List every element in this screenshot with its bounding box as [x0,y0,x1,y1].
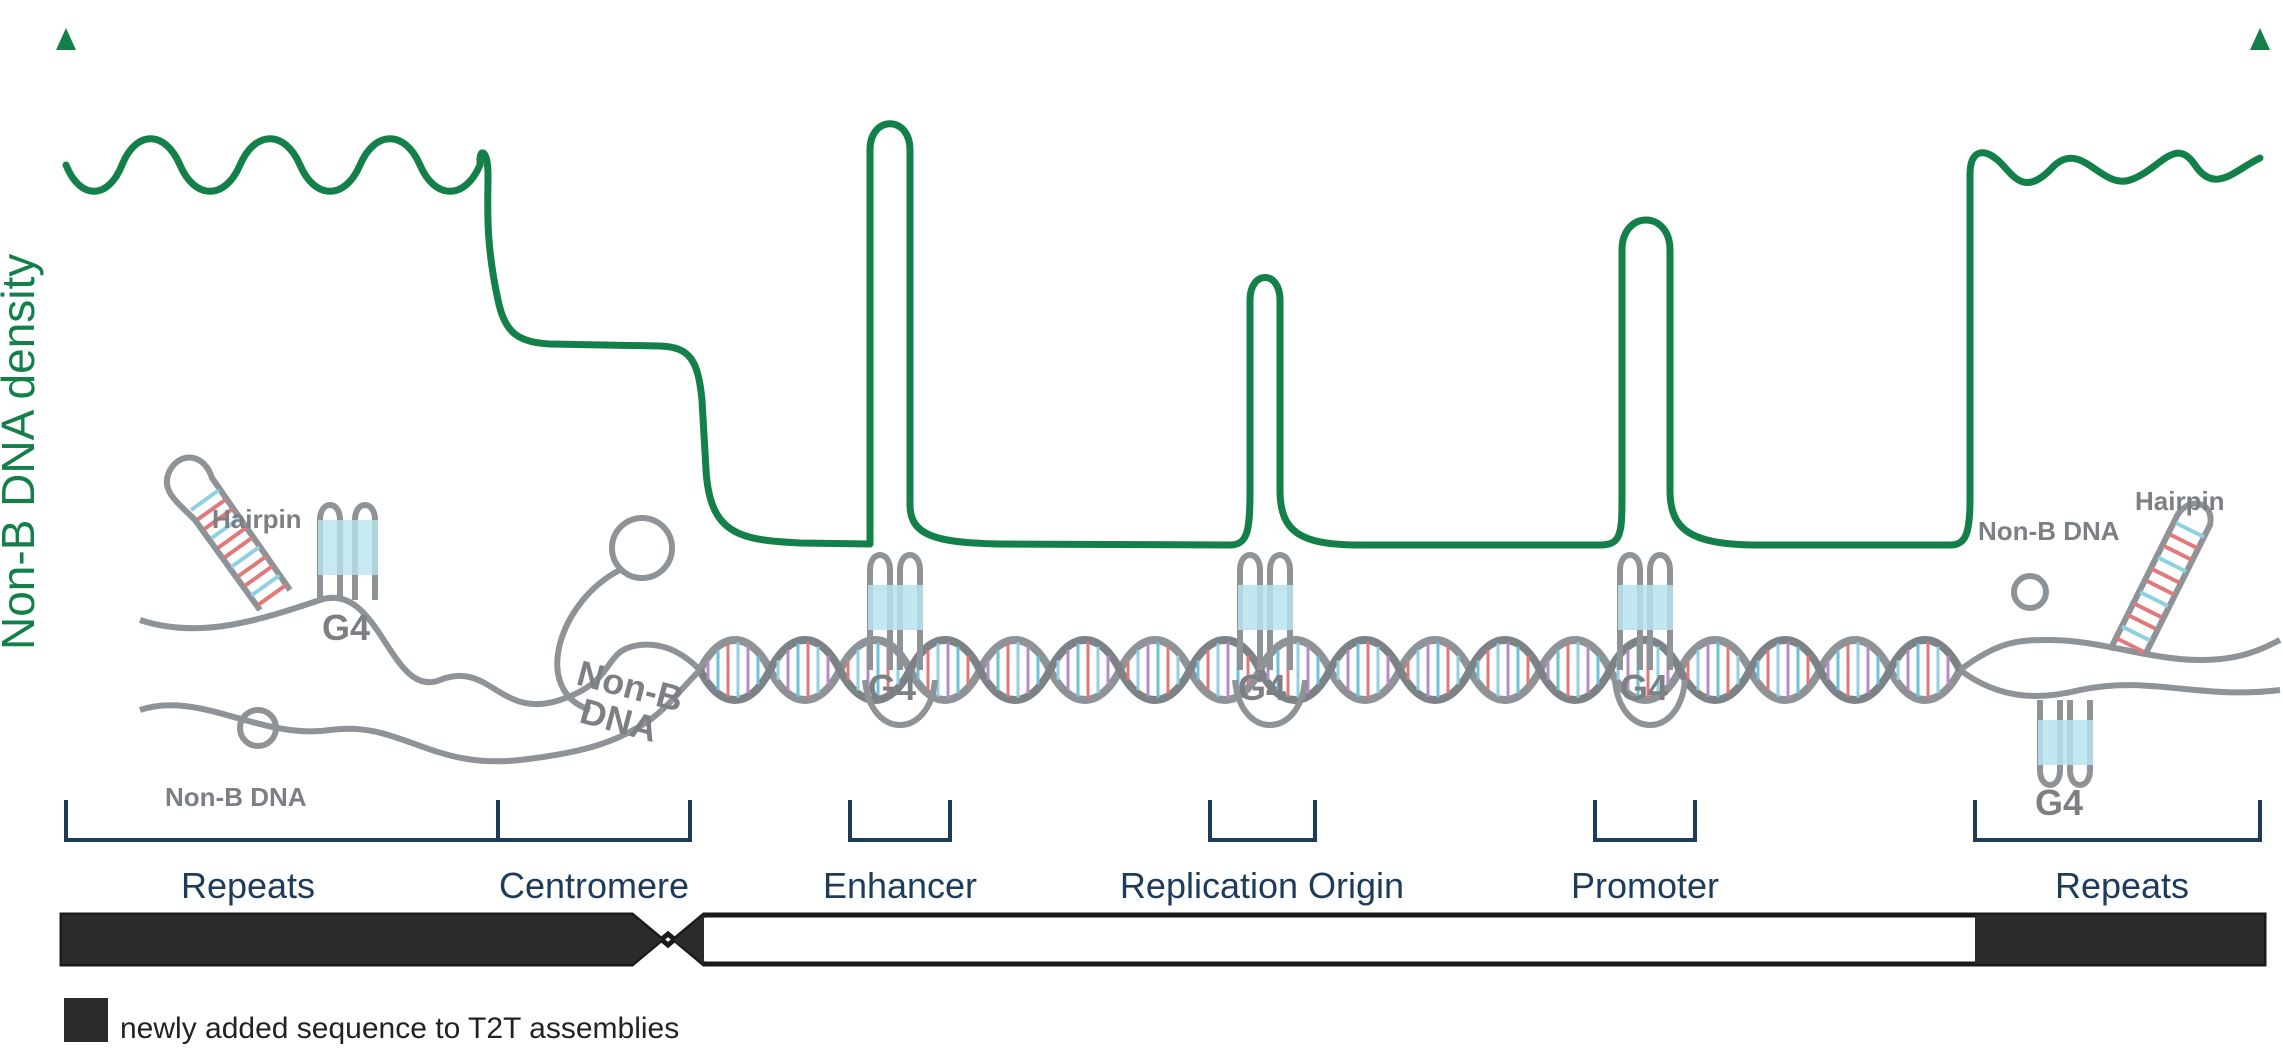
g4-right-plate [2038,720,2093,765]
g4-left-label: G4 [322,607,370,648]
hairpin-base-pair [2157,555,2187,574]
hairpin-base-pair [2139,590,2169,608]
y-axis-right [2250,28,2270,600]
region-label-repeats: Repeats [2055,865,2189,906]
region-label-repeats: Repeats [181,865,315,906]
hairpin-base-pair [2121,624,2151,643]
hairpin-base-pair [2163,544,2193,562]
g4-enhancer-plate [868,585,923,630]
g4-left-plate [318,520,378,575]
legend-swatch [64,998,108,1042]
dna-helix [696,636,1964,704]
chromosome-bar [59,912,2267,967]
bracket-enhancer [848,800,952,842]
hairpin-base-pair [2115,636,2145,654]
hairpin-base-pair [2169,532,2199,551]
g4-origin-plate [1238,585,1293,630]
region-label-promoter: Promoter [1571,865,1719,906]
hairpin-right-label: Hairpin [2135,486,2225,516]
hairpin-right-stripes [2115,521,2205,654]
bracket-repeats-right [1973,800,2262,842]
t2t-segment-right [1975,915,2264,964]
y-axis-left [56,28,76,600]
hairpin-left-stripes [189,488,288,607]
region-label-enhancer: Enhancer [823,865,977,906]
hairpin-base-pair [236,554,268,579]
region-brackets [64,800,2262,842]
arrow-up-icon [56,28,76,50]
hairpin-base-pair [2175,521,2205,539]
legend: newly added sequence to T2T assemblies [64,998,679,1045]
region-label-replication-origin: Replication Origin [1120,865,1404,906]
g4-origin-label: G4 [1238,667,1286,708]
hairpin-base-pair [223,535,254,560]
hairpin-base-pair [209,516,241,541]
hairpin-base-pair [189,488,221,512]
left-strands [139,454,703,765]
hairpin-base-pair [243,564,274,588]
bracket-promoter [1593,800,1697,842]
hairpin-base-pair [2127,613,2157,631]
g4-promoter-plate [1618,585,1673,630]
nonb-left-bottom-label: Non-B DNA [165,782,307,812]
g4-right-label: G4 [2035,782,2083,823]
g4-promoter-label: G4 [1620,667,1668,708]
hairpin-base-pair [250,573,281,598]
nonb-right-label: Non-B DNA [1978,516,2120,546]
bracket-centromere [498,800,692,842]
hairpin-base-pair [2151,567,2181,585]
t2t-segment-left [62,915,662,964]
region-labels: Repeats Centromere Enhancer Replication Ori… [181,865,2189,906]
hairpin-base-pair [256,583,288,607]
region-label-centromere: Centromere [499,865,689,906]
hairpin-base-pair [196,497,227,522]
hairpin-left-label: Hairpin [212,504,302,534]
bracket-replication-origin [1208,800,1317,842]
right-strands [1958,500,2282,788]
g4-enhancer-label: G4 [868,667,916,708]
arrow-up-icon [2250,28,2270,50]
legend-text: newly added sequence to T2T assemblies [120,1012,679,1045]
density-curve [62,120,2264,549]
hairpin-base-pair [203,507,234,531]
t2t-segment-centromere [674,915,704,964]
g4-structures [862,552,1688,728]
hairpin-base-pair [2133,601,2163,620]
hairpin-base-pair [216,526,247,550]
y-axis-label: Non-B DNA density [0,254,44,650]
hairpin-base-pair [230,545,261,569]
hairpin-base-pair [2145,578,2175,597]
